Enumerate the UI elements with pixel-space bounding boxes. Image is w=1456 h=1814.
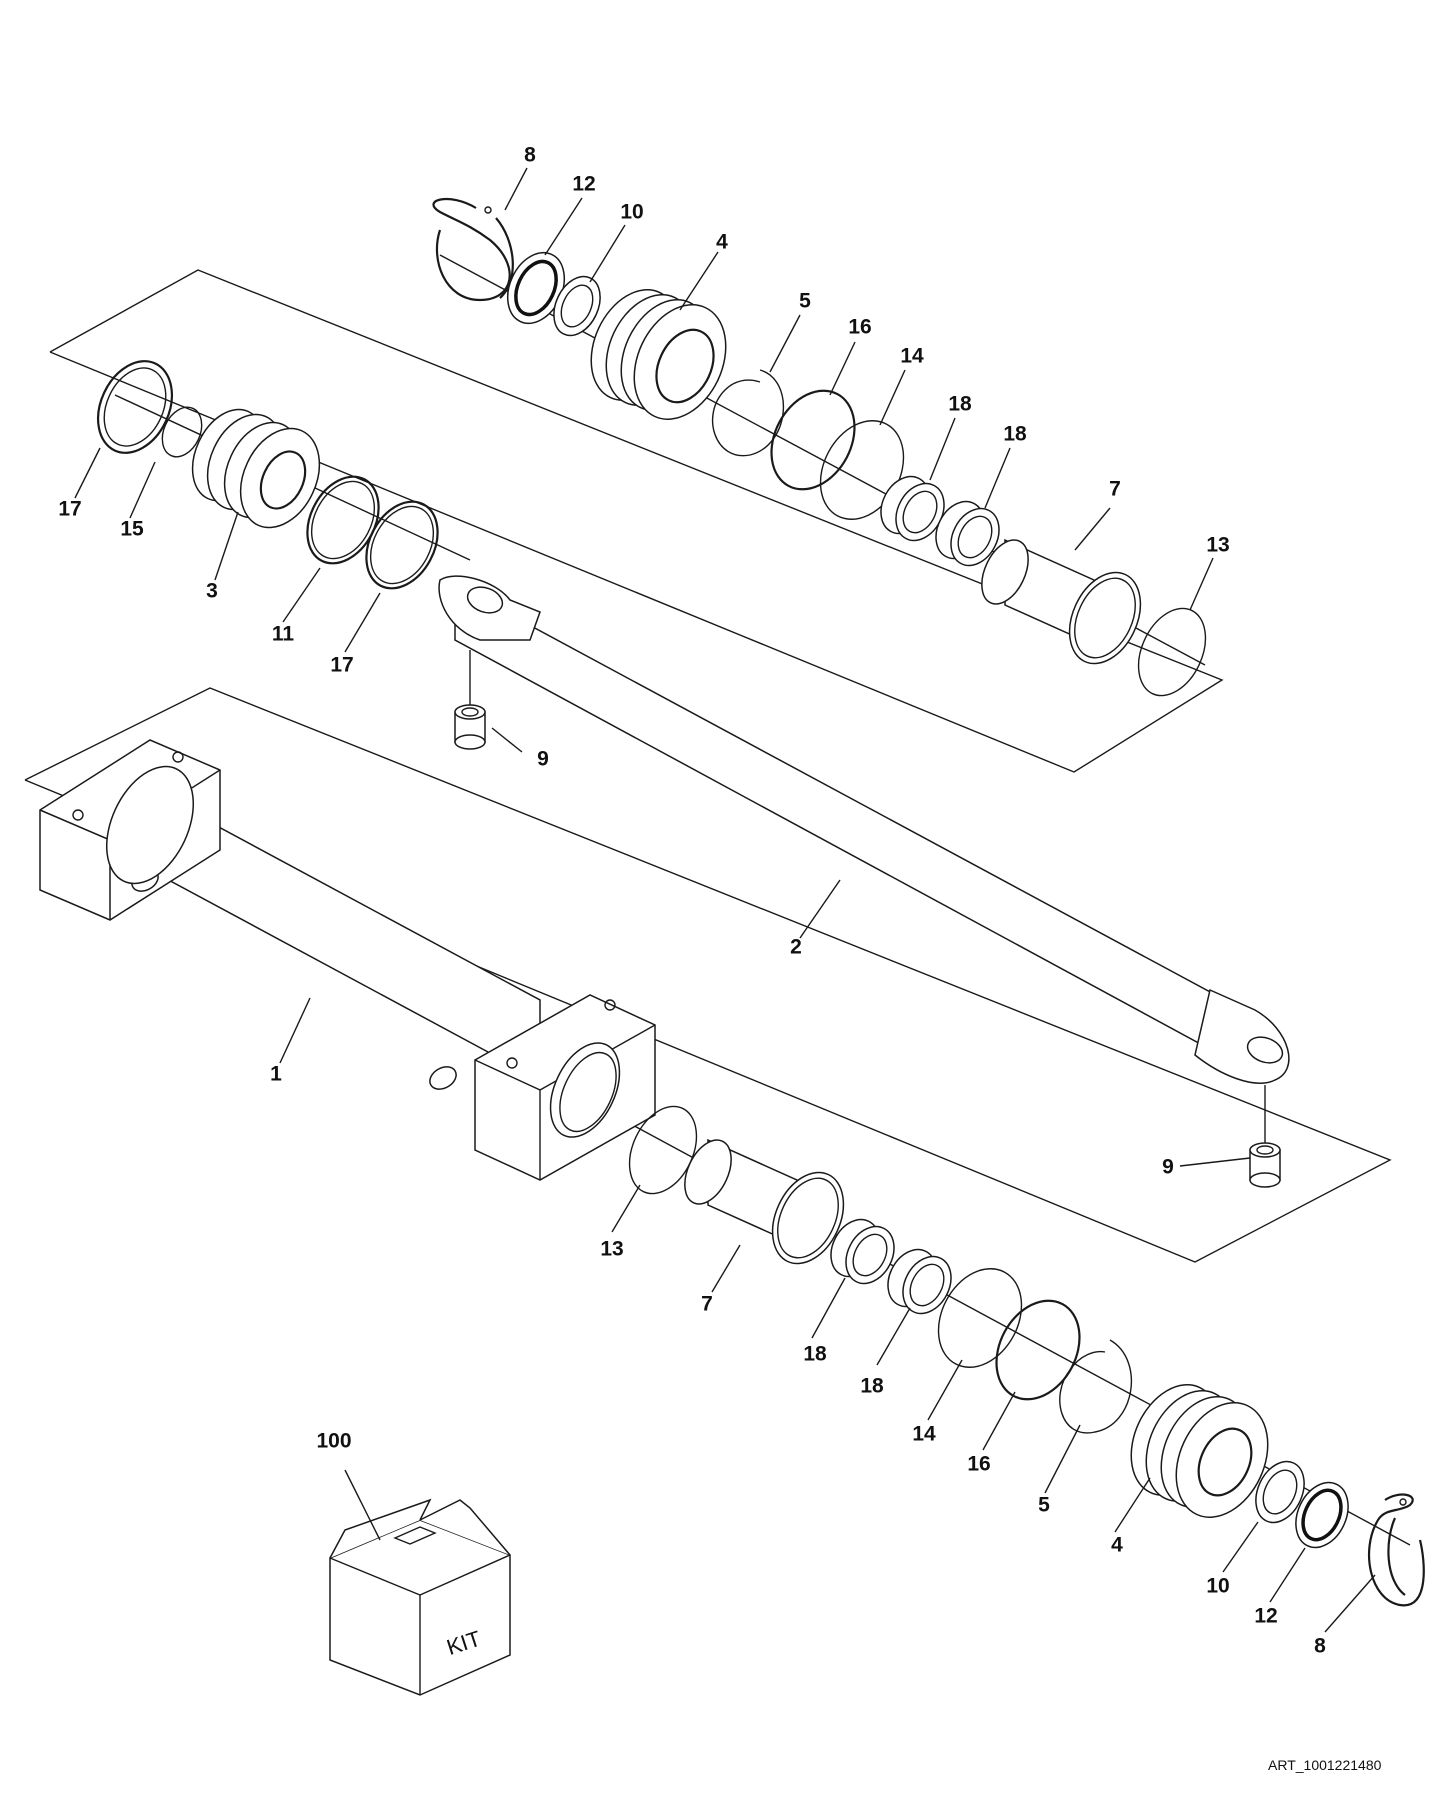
art-number: ART_1001221480 (1268, 1757, 1382, 1773)
part-8-snap-ring-top (432, 197, 514, 302)
part-4-gland-bottom (1130, 1384, 1269, 1518)
callout-10: 10 (620, 201, 643, 224)
callout-16: 16 (848, 316, 871, 339)
barrel-group-plane (24, 687, 1392, 1263)
part-12-wiper-top (506, 251, 566, 325)
callout-13: 13 (600, 1238, 623, 1261)
part-7-tube-top (981, 538, 1142, 665)
callout-12: 12 (1254, 1605, 1277, 1628)
part-9-bushing-top (454, 704, 486, 750)
callout-14: 14 (900, 345, 924, 368)
callout-8: 8 (1314, 1635, 1326, 1658)
callout-18: 18 (1003, 423, 1027, 446)
part-8-snap-ring-bottom (1367, 1493, 1425, 1607)
callout-16: 16 (967, 1453, 990, 1476)
callout-2: 2 (790, 936, 802, 959)
callout-12: 12 (572, 173, 595, 196)
callout-18: 18 (860, 1375, 884, 1398)
callout-11: 11 (272, 623, 295, 646)
part-7-tube-bottom (684, 1138, 845, 1265)
callout-7: 7 (701, 1293, 713, 1316)
callout-labels: 8 12 10 4 5 16 14 18 18 7 13 17 15 3 11 … (58, 144, 1326, 1658)
callout-100: 100 (316, 1430, 351, 1453)
part-5-backup-ring-bottom (1059, 1339, 1132, 1434)
callout-9: 9 (1162, 1156, 1174, 1179)
part-100-kit-box: KIT (329, 1498, 511, 1696)
callout-8: 8 (524, 144, 536, 167)
part-10-ring-bottom (1255, 1460, 1305, 1524)
callout-18: 18 (948, 393, 972, 416)
callout-5: 5 (799, 290, 811, 313)
part-15-oring (161, 406, 203, 458)
part-17-ring-right (365, 500, 439, 590)
part-12-wiper-bottom (1295, 1481, 1349, 1549)
part-17-ring-left (97, 360, 173, 454)
part-16-seal-top (770, 389, 856, 491)
callout-4: 4 (716, 231, 728, 254)
callout-15: 15 (120, 518, 144, 541)
part-5-backup-ring-top (711, 369, 784, 457)
part-18-bushing-top-a (880, 475, 945, 542)
callout-3: 3 (206, 580, 218, 603)
callout-7: 7 (1109, 478, 1121, 501)
part-4-gland-top (590, 289, 727, 420)
callout-5: 5 (1038, 1494, 1050, 1517)
part-14-ring-bottom (937, 1268, 1023, 1368)
leader-lines (74, 167, 1376, 1633)
part-13-ring-top (1137, 607, 1207, 697)
callout-9: 9 (537, 748, 549, 771)
part-2-rod (438, 575, 1290, 1084)
callout-18: 18 (803, 1343, 827, 1366)
part-3-piston (191, 408, 321, 529)
part-10-ring-top (553, 275, 601, 337)
part-18-bushing-top-b (935, 500, 1000, 567)
callout-17: 17 (58, 498, 81, 521)
part-18-bushing-bottom-b (887, 1248, 952, 1315)
callout-1: 1 (270, 1063, 282, 1086)
callout-17: 17 (330, 654, 353, 677)
part-18-bushing-bottom-a (830, 1218, 895, 1285)
callout-4: 4 (1111, 1534, 1123, 1557)
part-9-bushing-bottom (1249, 1142, 1281, 1188)
callout-14: 14 (912, 1423, 936, 1446)
rod-group-plane (49, 269, 1224, 773)
part-16-seal-bottom (995, 1299, 1081, 1401)
part-1-barrel (39, 739, 656, 1181)
callout-13: 13 (1206, 534, 1229, 557)
callout-10: 10 (1206, 1575, 1229, 1598)
